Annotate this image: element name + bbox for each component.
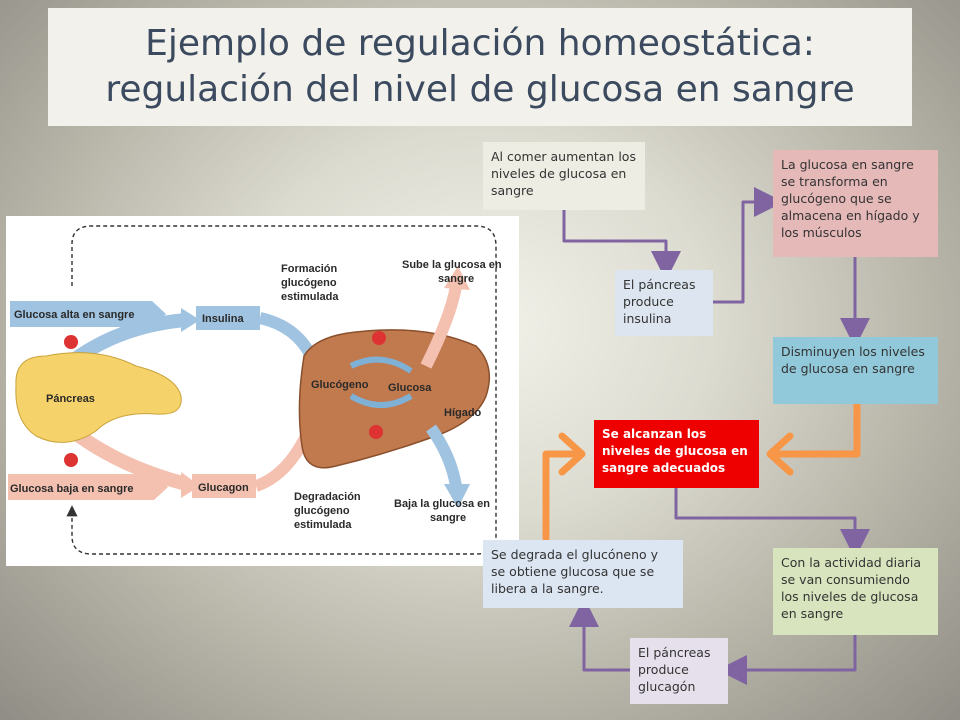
- glycogen-degradation-box: Se degrada el glucóneno y se obtiene glu…: [483, 540, 683, 608]
- degradation-label-1: Degradación: [294, 491, 361, 503]
- pancreas-insulin-box: El páncreas produce insulina: [615, 270, 713, 336]
- rise-label-1: Sube la glucosa en: [402, 259, 502, 271]
- adequate-levels-box: Se alcanzan los niveles de glucosa en sa…: [594, 420, 759, 488]
- arrow-insulin-to-transform: [713, 187, 784, 304]
- high-glucose-label: Glucosa alta en sangre: [14, 309, 134, 321]
- liver-shape: [298, 329, 491, 469]
- dashed-feedback-loop: [66, 225, 497, 555]
- high-glucose-bar: [10, 301, 152, 327]
- formation-label-2: glucógeno: [281, 277, 337, 289]
- fall-label-1: Baja la glucosa en: [394, 498, 490, 510]
- daily-activity-box: Con la actividad diaria se van consumien…: [773, 548, 938, 635]
- pancreas-label: Páncreas: [46, 393, 95, 405]
- low-glucose-label: Glucosa baja en sangre: [10, 483, 134, 495]
- liver-label: Hígado: [444, 407, 482, 419]
- degradation-label-3: estimulada: [294, 519, 352, 531]
- title-line-1: Ejemplo de regulación homeostática:: [145, 23, 815, 64]
- arrow-reached-to-activity: [674, 488, 870, 559]
- title-line-2: regulación del nivel de glucosa en sangr…: [105, 69, 855, 110]
- low-glucose-bar: [8, 474, 154, 500]
- pancreas-glucagon-box: El páncreas produce glucagón: [630, 638, 728, 704]
- rise-label-2: sangre: [438, 273, 474, 285]
- degradation-label-2: glucógeno: [294, 505, 350, 517]
- glucose-label: Glucosa: [388, 382, 432, 394]
- arrow-glucagon-to-degrade: [569, 597, 630, 672]
- glucagon-label: Glucagon: [198, 482, 249, 494]
- orange-arrow-degrade-to-reached: [542, 450, 584, 542]
- formation-label-1: Formación: [281, 263, 338, 275]
- formation-label-3: estimulada: [281, 291, 339, 303]
- glucose-regulation-illustration: Glucosa alta en sangre Glucosa baja en s…: [6, 216, 519, 566]
- arrow-activity-to-glucagon: [717, 635, 857, 685]
- slide-title: Ejemplo de regulación homeostática: regu…: [48, 8, 912, 126]
- insulin-label: Insulina: [202, 313, 244, 325]
- orange-arrow-decrease-to-reached: [768, 400, 861, 458]
- eat-increase-box: Al comer aumentan los niveles de glucosa…: [483, 142, 645, 210]
- pancreas-shape: [15, 352, 182, 443]
- arrow-eat-to-insulin: [562, 210, 681, 281]
- glucose-to-glycogen-box: La glucosa en sangre se transforma en gl…: [773, 150, 938, 257]
- glucose-decrease-box: Disminuyen los niveles de glucosa en san…: [773, 337, 938, 404]
- fall-label-2: sangre: [430, 512, 466, 524]
- glycogen-label: Glucógeno: [311, 379, 369, 391]
